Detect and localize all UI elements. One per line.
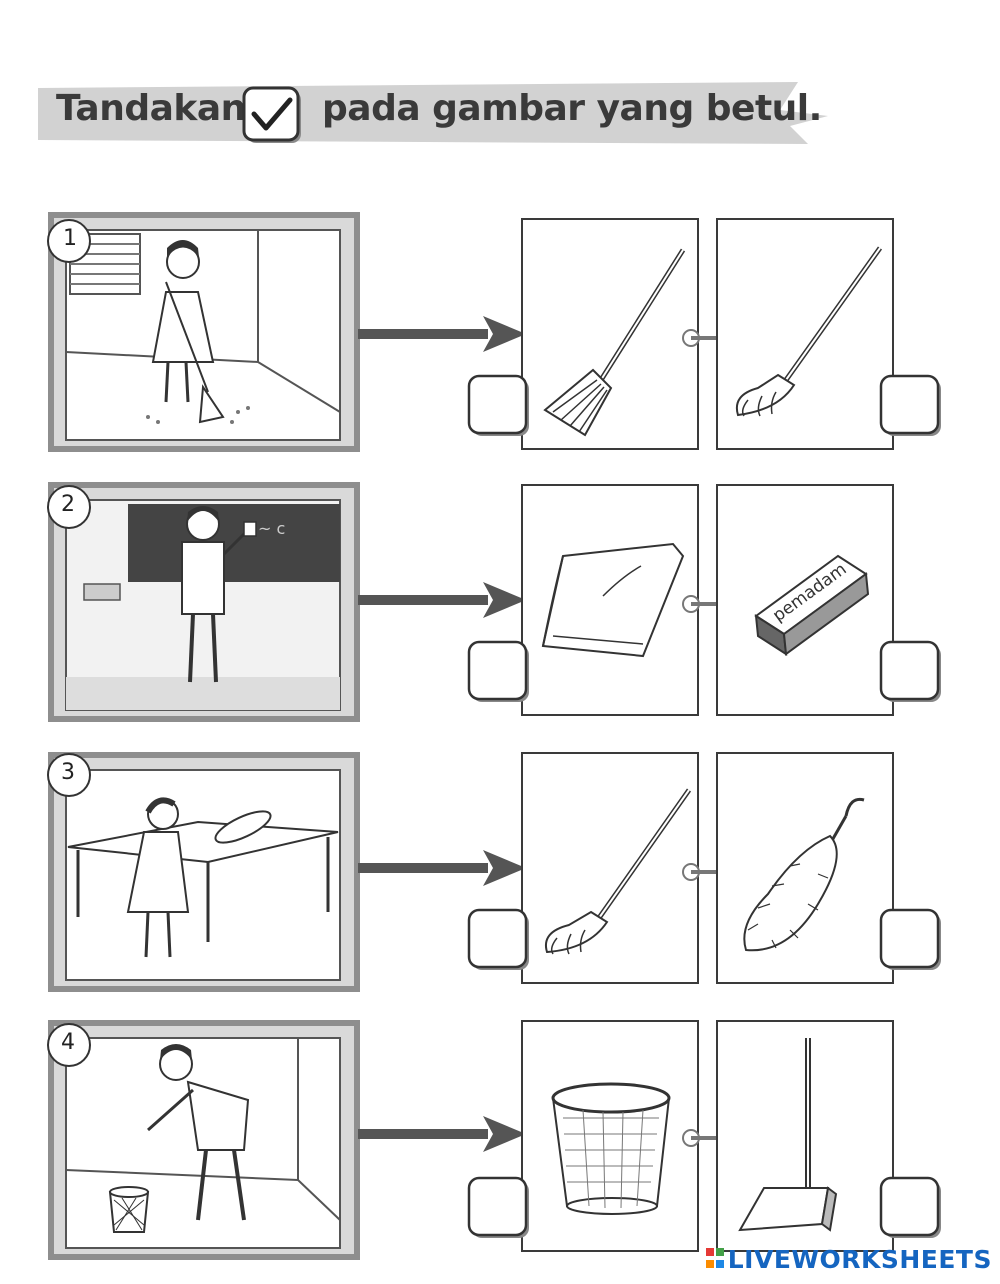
question-number-circle: [47, 1023, 91, 1067]
arrow-icon: [358, 850, 526, 886]
dustpan-icon: [738, 1038, 838, 1232]
answer-checkbox-q3-feather-duster[interactable]: [879, 908, 943, 972]
watermark-text: LIVEWORKSHEETS: [727, 1244, 992, 1274]
waste-basket-icon: [551, 1082, 671, 1215]
scene-girl-sweeping: [48, 212, 360, 452]
arrow-icon: [358, 582, 526, 618]
scene-boy-wiping-blackboard: ~ c: [48, 482, 360, 722]
eraser-icon: pemadam: [754, 554, 870, 656]
answer-checkbox-q2-eraser[interactable]: [879, 640, 943, 704]
mop-icon: [736, 246, 883, 417]
answer-checkbox-q2-towel[interactable]: [467, 640, 531, 704]
answer-checkbox-q4-waste-basket[interactable]: [467, 1176, 531, 1240]
option-card-feather-duster: [716, 752, 894, 984]
liveworksheets-logo: LIVEWORKSHEETS: [705, 1244, 992, 1274]
question-number: 1: [63, 226, 77, 251]
option-card-towel: [521, 484, 699, 716]
scene-girl-dusting-table: [48, 752, 360, 992]
feather-duster-icon: [743, 797, 865, 952]
question-number-circle: [47, 485, 91, 529]
option-card-mop: [521, 752, 699, 984]
instruction-text-before: Tandakan: [56, 88, 246, 129]
option-card-mop: [716, 218, 894, 450]
answer-checkbox-q1-broom[interactable]: [467, 374, 531, 438]
option-card-waste-basket: [521, 1020, 699, 1252]
arrow-icon: [358, 316, 526, 352]
instruction-banner: [38, 82, 828, 144]
option-card-dustpan: [716, 1020, 894, 1252]
liveworksheets-icon: [705, 1248, 724, 1268]
option-card-eraser: pemadam: [716, 484, 894, 716]
question-number: 2: [61, 492, 75, 517]
mop-icon: [545, 788, 692, 955]
checkmark-icon: [242, 86, 301, 143]
question-number: 3: [61, 760, 75, 785]
svg-text:~ c: ~ c: [258, 519, 285, 538]
question-number-circle: [47, 753, 91, 797]
answer-checkbox-q3-mop[interactable]: [467, 908, 531, 972]
question-number-circle: [47, 219, 91, 263]
answer-checkbox-q4-dustpan[interactable]: [879, 1176, 943, 1240]
towel-icon: [541, 542, 685, 658]
answer-checkbox-q1-mop[interactable]: [879, 374, 943, 438]
instruction-text-after: pada gambar yang betul.: [322, 88, 822, 129]
arrow-icon: [358, 1116, 526, 1152]
broom-icon: [543, 248, 686, 437]
scene-boy-throwing-rubbish: [48, 1020, 360, 1260]
option-card-broom: [521, 218, 699, 450]
question-number: 4: [61, 1030, 75, 1055]
